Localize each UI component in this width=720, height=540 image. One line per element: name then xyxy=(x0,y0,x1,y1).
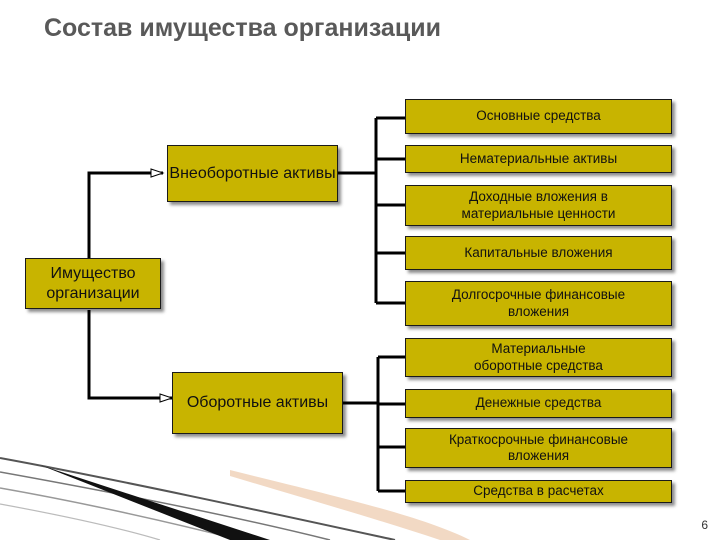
item-node: Нематериальные активы xyxy=(405,145,672,173)
item-label: Материальные оборотные средства xyxy=(474,341,603,373)
item-label: Нематериальные активы xyxy=(459,150,618,166)
page-title: Состав имущества организации xyxy=(44,14,441,42)
group-node-label: Внеоборотные активы xyxy=(169,164,336,182)
item-node: Долгосрочные финансовые вложения xyxy=(405,281,672,326)
item-node: Основные средства xyxy=(405,99,672,134)
item-node: Денежные средства xyxy=(405,389,672,418)
item-label: Средства в расчетах xyxy=(473,483,604,499)
item-label: Доходные вложения в материальные ценност… xyxy=(461,189,616,221)
item-label: Денежные средства xyxy=(475,395,602,411)
item-node: Средства в расчетах xyxy=(405,480,672,503)
decorative-black-wedge xyxy=(40,465,270,540)
item-node: Материальные оборотные средства xyxy=(405,338,672,377)
root-node-label: Имущество организации xyxy=(46,265,140,302)
group-node-noncurrent: Внеоборотные активы xyxy=(167,145,338,202)
connector-root-noncurrent xyxy=(87,171,163,260)
item-label: Краткосрочные финансовые вложения xyxy=(448,431,629,463)
item-node: Краткосрочные финансовые вложения xyxy=(405,428,672,468)
arrowhead-current xyxy=(159,393,174,403)
root-node: Имущество организации xyxy=(25,258,161,309)
group-node-label: Оборотные активы xyxy=(186,394,329,412)
group-node-current: Оборотные активы xyxy=(172,372,343,434)
decorative-peach-stripe xyxy=(230,470,470,540)
connector-root-current xyxy=(87,310,172,400)
item-label: Капитальные вложения xyxy=(464,244,613,260)
item-node: Капитальные вложения xyxy=(405,236,672,270)
item-label: Долгосрочные финансовые вложения xyxy=(451,287,626,319)
item-label: Основные средства xyxy=(476,108,601,124)
item-node: Доходные вложения в материальные ценност… xyxy=(405,185,672,226)
page-number: 6 xyxy=(701,518,708,532)
arrowhead-noncurrent xyxy=(150,168,165,178)
